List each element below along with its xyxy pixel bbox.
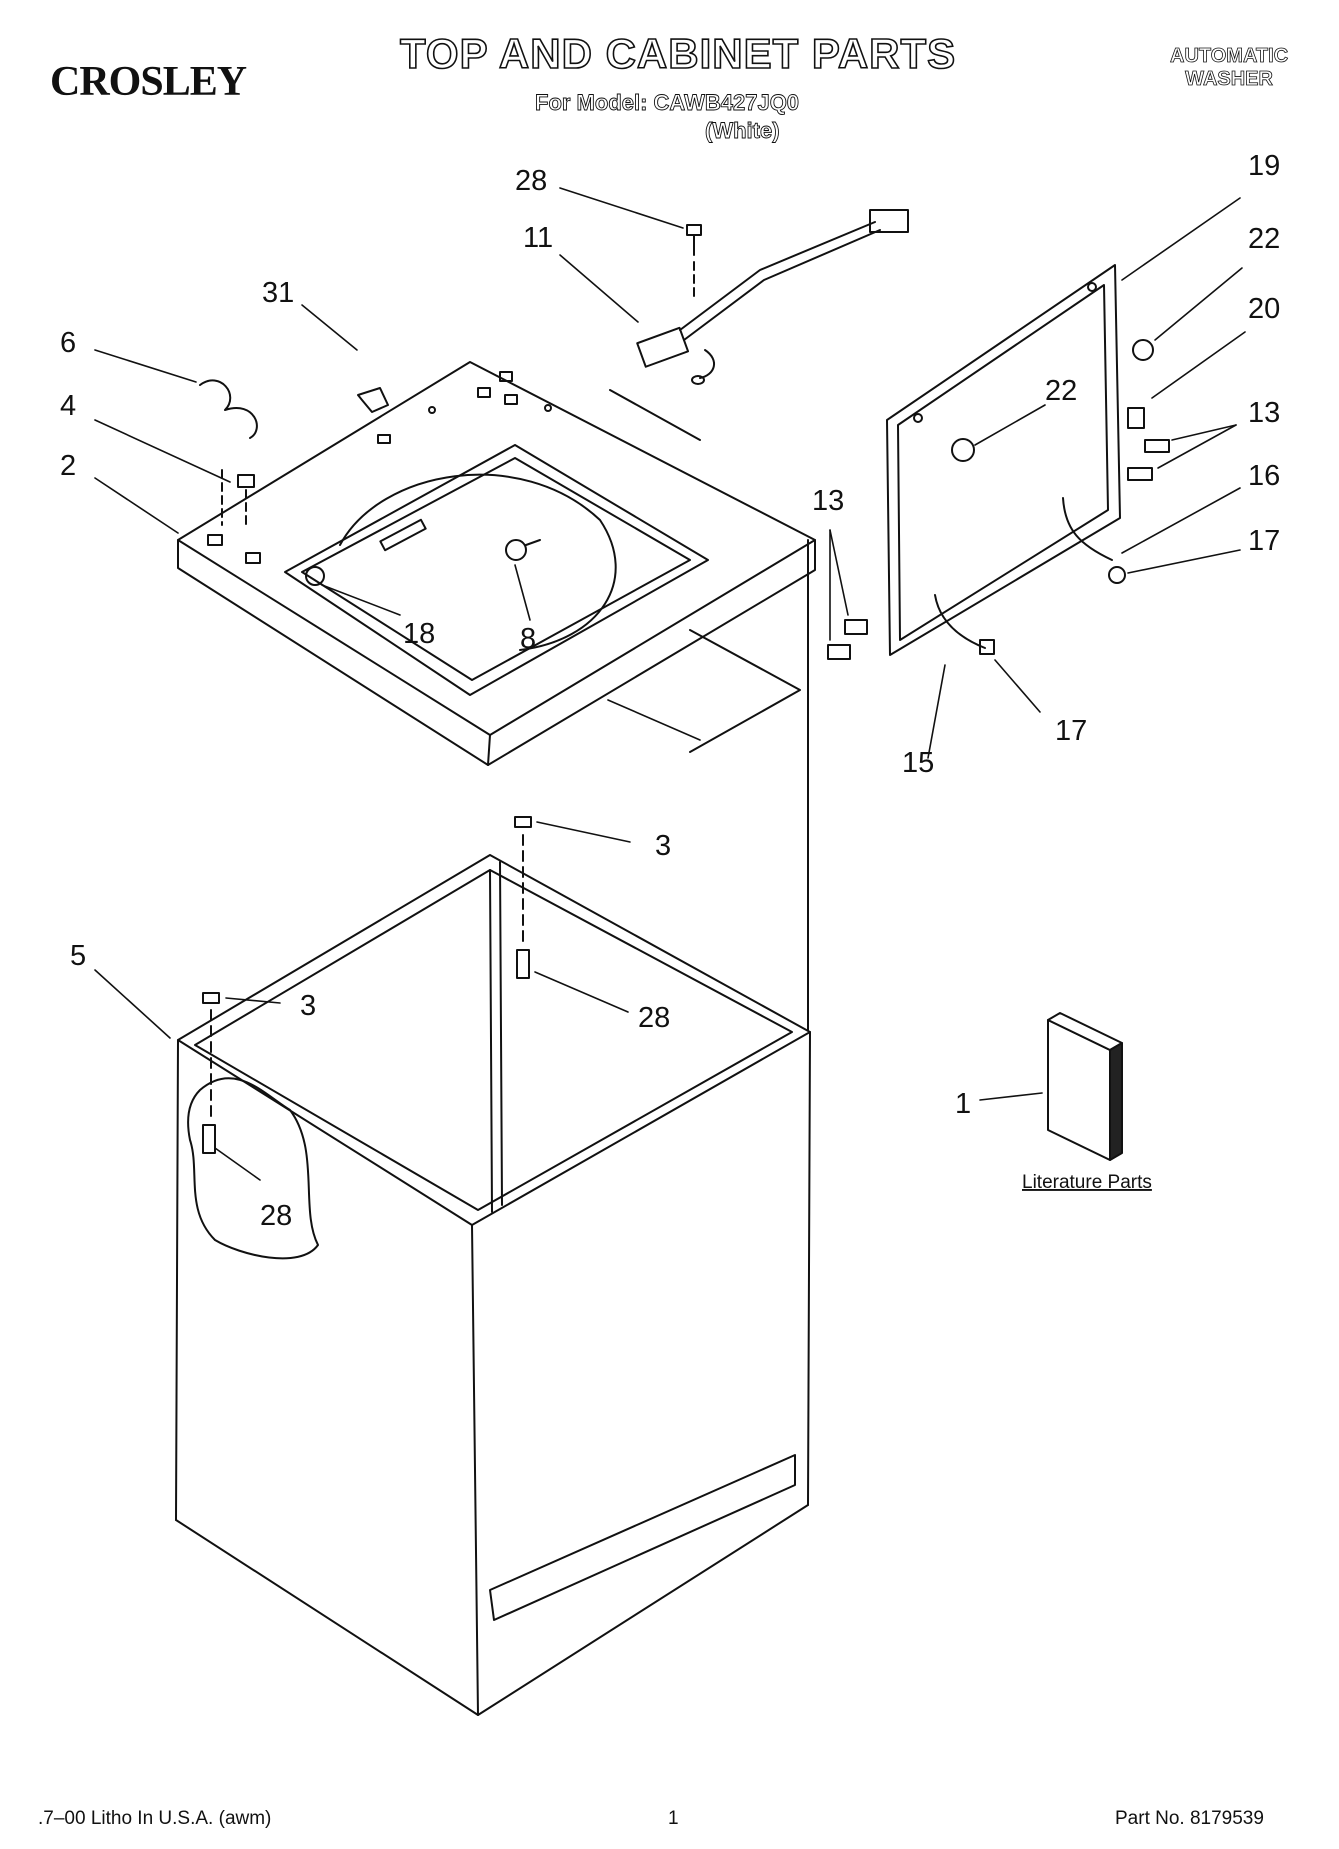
callout-16: 16 bbox=[1248, 460, 1280, 492]
spring-6 bbox=[199, 379, 258, 439]
appliance-type: AUTOMATIC WASHER bbox=[1170, 45, 1289, 91]
screw-28-mid bbox=[516, 949, 530, 979]
bracket-4 bbox=[237, 474, 255, 488]
screw-top bbox=[686, 224, 702, 301]
callout-labels: 28 11 31 6 4 2 18 8 19 22 20 22 13 16 17… bbox=[60, 150, 1280, 1232]
screw-28-lower bbox=[202, 1124, 216, 1154]
callout-22-right: 22 bbox=[1248, 223, 1280, 255]
bumper-18 bbox=[305, 566, 325, 586]
callout-13-right: 13 bbox=[1248, 397, 1280, 429]
clip-3-lower bbox=[202, 992, 220, 1004]
footer-page-number: 1 bbox=[668, 1808, 679, 1829]
callout-31: 31 bbox=[262, 277, 294, 309]
cabinet bbox=[175, 539, 811, 1716]
screw-13-right-b bbox=[1127, 467, 1153, 481]
callout-1: 1 bbox=[955, 1088, 971, 1120]
clip-31 bbox=[357, 387, 389, 413]
callout-17-bottom: 17 bbox=[1055, 715, 1087, 747]
callout-13-left: 13 bbox=[812, 485, 844, 517]
screw-8 bbox=[505, 539, 527, 561]
literature-booklet bbox=[1047, 1012, 1123, 1161]
callout-2: 2 bbox=[60, 450, 76, 482]
console-back-panel bbox=[886, 264, 1121, 656]
callout-22-inner: 22 bbox=[1045, 375, 1077, 407]
wire-16 bbox=[1062, 497, 1113, 561]
callout-6: 6 bbox=[60, 327, 76, 359]
callout-4: 4 bbox=[60, 390, 76, 422]
screw-13-left-a bbox=[844, 619, 868, 635]
footer-litho: .7–00 Litho In U.S.A. (awm) bbox=[38, 1808, 272, 1829]
lid-switch-assembly bbox=[636, 209, 909, 385]
screw-13-right-a bbox=[1144, 439, 1170, 453]
callout-17-right: 17 bbox=[1248, 525, 1280, 557]
callout-8: 8 bbox=[520, 623, 536, 655]
callout-3-lower: 3 bbox=[300, 990, 316, 1022]
callout-20: 20 bbox=[1248, 293, 1280, 325]
model-line: For Model: CAWB427JQ0 bbox=[535, 90, 800, 116]
appliance-type-line2: WASHER bbox=[1185, 68, 1274, 91]
brand-logo: CROSLEY bbox=[50, 59, 247, 105]
callout-28-lower: 28 bbox=[260, 1200, 292, 1232]
grommet-17-right bbox=[1108, 566, 1126, 584]
callout-28-mid: 28 bbox=[638, 1002, 670, 1034]
literature-parts-label: Literature Parts bbox=[1022, 1172, 1152, 1193]
page-title: TOP AND CABINET PARTS bbox=[399, 29, 957, 78]
appliance-type-line1: AUTOMATIC bbox=[1170, 45, 1289, 68]
leader-lines bbox=[94, 187, 1246, 1181]
clip-3-upper bbox=[514, 816, 532, 828]
color-line: (White) bbox=[705, 118, 780, 144]
washer-top-panel bbox=[177, 361, 816, 766]
clip-17-bottom bbox=[979, 639, 995, 655]
callout-18: 18 bbox=[403, 618, 435, 650]
screw-13-left-b bbox=[827, 644, 851, 660]
callout-28-top: 28 bbox=[515, 165, 547, 197]
callout-11: 11 bbox=[523, 222, 553, 254]
knob-22-inner bbox=[951, 438, 975, 462]
footer-part-number: Part No. 8179539 bbox=[1115, 1808, 1264, 1829]
callout-5: 5 bbox=[70, 940, 86, 972]
switch-20 bbox=[1127, 407, 1145, 429]
callout-15: 15 bbox=[902, 747, 934, 779]
knob-22-right bbox=[1132, 339, 1154, 361]
callout-3-upper: 3 bbox=[655, 830, 671, 862]
wire-15 bbox=[934, 594, 986, 649]
callout-19: 19 bbox=[1248, 150, 1280, 182]
